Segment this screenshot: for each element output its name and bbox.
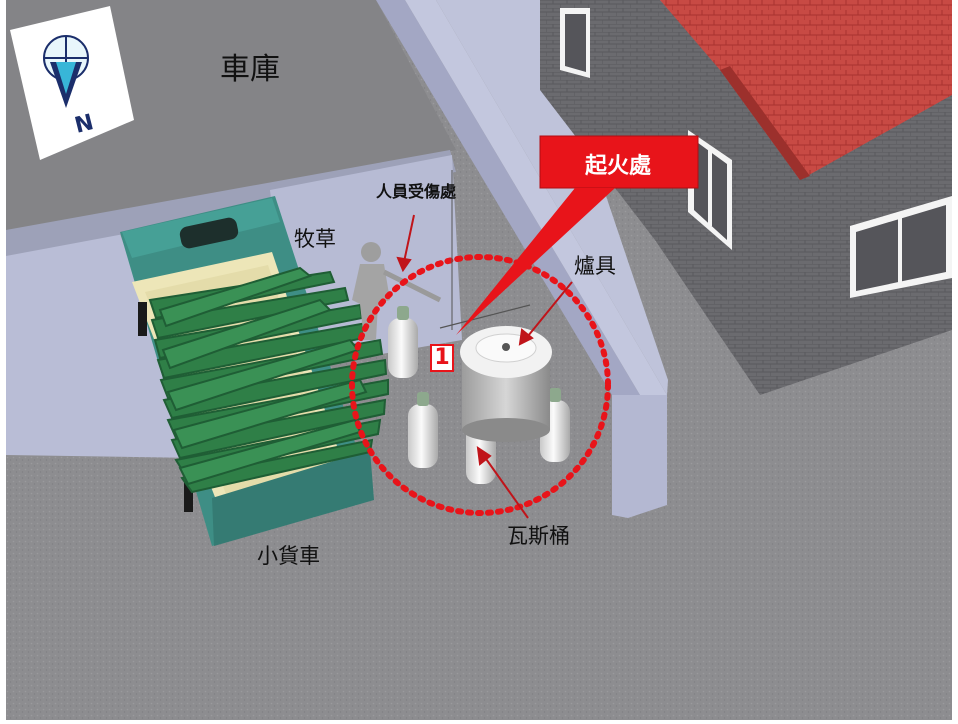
gas-cylinders-label: 瓦斯桶 — [507, 524, 570, 548]
gas-cylinder — [408, 392, 438, 468]
partition-wall-face — [405, 0, 667, 395]
house-roof — [660, 0, 952, 180]
pickup-truck-label: 小貨車 — [257, 544, 320, 568]
house-left-wall — [540, 0, 820, 395]
fire-origin-label: 起火處 — [584, 154, 651, 179]
marker-number: 1 — [434, 345, 450, 370]
stove-label: 爐具 — [574, 254, 616, 278]
label-arrows — [396, 214, 573, 519]
injured-person-label: 人員受傷處 — [376, 182, 457, 201]
garage-label: 車庫 — [220, 52, 280, 87]
partition-wall-top — [376, 0, 640, 395]
fire-origin-callout — [456, 135, 699, 335]
gas-cylinder — [388, 306, 418, 378]
injured-person-figure — [352, 242, 442, 340]
forage-label: 牧草 — [294, 227, 336, 251]
partition-wall-front — [612, 395, 667, 518]
house-roof-edge — [720, 66, 810, 180]
fire-circle — [349, 254, 611, 516]
partition-wall-side — [436, 0, 668, 395]
marker-box — [430, 344, 454, 372]
compass-card — [10, 6, 134, 160]
stove — [460, 326, 552, 442]
garage-wall-left — [6, 228, 200, 458]
